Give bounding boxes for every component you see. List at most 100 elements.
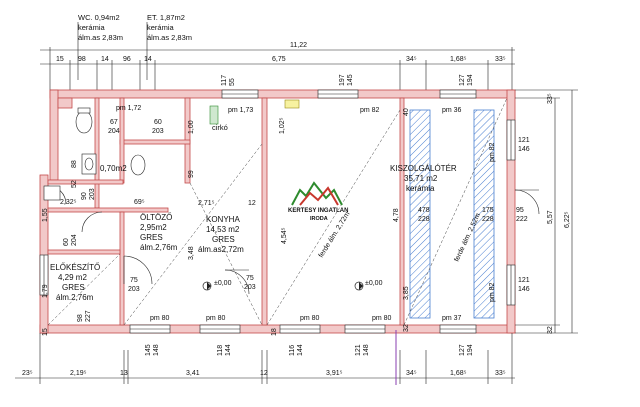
walls [39,89,516,334]
boiler-label: cirkó [212,123,228,132]
door-dim-0a: 67 [110,119,118,126]
pm-8: pm 37 [442,315,462,322]
door-dims: 67 204 60 203 90 203 60 204 75 203 75 20… [63,119,528,322]
win-dim-3a: 145 [145,344,152,356]
win-dim-2a: 127 [459,74,466,86]
misc-6: 3,48 [188,246,195,260]
pm-0: pm 1,72 [116,105,141,112]
win-dim-5a: 116 [289,345,296,356]
misc-1: 1,02⁵ [279,117,286,134]
win-dim-5b: 144 [297,344,304,356]
misc-20: 88 [71,160,78,168]
pm-7: pm 80 [372,315,392,322]
wall-right [506,89,516,334]
dim-top-6: 34⁵ [406,56,417,63]
door-dim-4b: 203 [128,286,140,293]
basin-icon [43,185,61,201]
window-dims: 117 55 197 145 127 194 145 148 118 144 1… [145,74,530,356]
win-dim-2b: 194 [467,74,474,86]
door-dim-3b: 204 [71,234,78,246]
hatched-column-left [409,109,431,319]
misc-2: 4,78 [393,208,400,222]
door-dim-2b: 203 [89,188,96,200]
dim-bottom-0: 23⁵ [22,370,33,377]
boiler-icon [209,105,219,125]
dim-right-outer: 6,22⁵ [564,211,571,228]
room-prep-height: álm.2,76m [56,293,94,302]
wall-mini [47,179,124,185]
pm-9: pm 82 [489,142,496,162]
win-dim-6b: 148 [363,344,370,356]
logo-line-1: KERTESY INGATLAN [288,208,348,214]
win-dim-7a: 127 [459,344,466,356]
pm-4: pm 80 [150,315,170,322]
pm-6: pm 80 [300,315,320,322]
win-dim-8b: 146 [518,146,530,153]
logo-roof-icon [291,181,343,206]
door-dim-3a: 60 [63,238,70,246]
room-service-name: KISZOLGÁLÓTÉR [390,164,457,173]
door-dim-7b: 222 [516,216,528,223]
door-dim-7a: 95 [516,207,524,214]
win-dim-4b: 144 [225,344,232,356]
logo-line-2: IRODA [310,216,328,222]
wc-note-line-3: álm.as 2,83m [78,33,123,42]
room-dressing-floor: GRES [140,233,163,242]
wall-chimney [57,97,73,109]
hatched-column-right [473,109,495,319]
room-prep-floor: GRES [62,283,85,292]
top-notes: WC. 0,94m2 kerámia álm.as 2,83m ET. 1,87… [77,13,192,80]
misc-10: 1,79 [42,284,49,298]
et-note-line-3: álm.as 2,83m [147,33,192,42]
win-dim-8a: 121 [518,137,530,144]
dim-top-5: 6,75 [272,56,286,63]
wall-prep-top [47,249,121,255]
misc-3: 99 [188,170,195,178]
misc-7: 4,54⁵ [281,227,288,244]
pm-5: pm 80 [206,315,226,322]
door-dim-9a: 98 [77,314,84,322]
win-dim-6a: 121 [355,344,362,356]
win-dim-1a: 197 [339,74,346,86]
misc-16: 32 [403,324,410,332]
misc-12: 69⁵ [134,199,145,206]
sink-icon [130,154,146,176]
pm-2: pm 82 [360,107,380,114]
door-dim-0b: 204 [108,128,120,135]
dim-top-total: 11,22 [290,42,307,49]
door-dim-8a: 478 [418,207,430,214]
wall-left-upper [49,89,59,181]
door-dim-4a: 75 [130,277,138,284]
room-dressing-name: ÖLTÖZŐ [140,213,172,222]
room-service-area: 35,71 m2 [404,174,438,183]
dim-bottom-5: 3,91⁵ [326,370,343,377]
door-dim-6a: 175 [482,207,494,214]
wall-wc-bottom [119,139,191,145]
door-dim-1b: 203 [152,128,164,135]
win-dim-1b: 145 [347,74,354,86]
door-dim-5a: 75 [246,275,254,282]
room-prep-name: ELŐKÉSZÍTŐ [50,263,100,272]
wall-kitchen-right [261,97,268,326]
internal-dims: 1,00 1,02⁵ 4,78 99 2,71⁵ 12 3,48 4,54⁵ 3… [42,108,410,336]
win-dim-4a: 118 [217,345,224,356]
door-dim-1a: 60 [154,119,162,126]
door-dim-6b: 228 [482,216,494,223]
dim-bottom-1: 2,19⁵ [70,370,87,377]
door-dim-2a: 90 [81,192,88,200]
misc-0: 1,00 [188,120,195,134]
win-dim-7b: 194 [467,344,474,356]
door-dim-9b: 227 [85,310,92,322]
dim-bottom-4: 12 [260,370,268,377]
room-labels: KISZOLGÁLÓTÉR 35,71 m2 kerámia ÖLTÖZŐ 2,… [50,123,457,302]
fixtures [43,99,300,201]
room-dressing-height: álm.2,76m [140,243,178,252]
wall-dressing-right [119,211,125,326]
dim-right-inner: 5,57 [547,210,554,224]
room-mini-area: 0,70m2 [100,164,127,173]
company-logo: KERTESY INGATLAN IRODA [288,181,348,222]
level-1: ±0,00 [214,280,232,287]
level-markers: ±0,00 ±0,00 [202,280,383,291]
misc-4: 2,71⁵ [198,200,215,207]
dim-bottom-7: 1,68⁵ [450,370,467,377]
